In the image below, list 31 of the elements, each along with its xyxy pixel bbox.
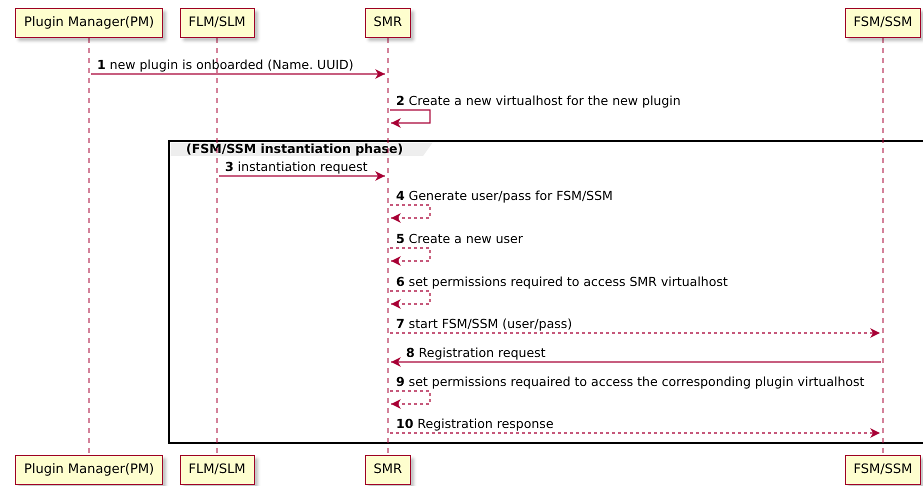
participant-box: Plugin Manager(PM)	[15, 455, 164, 485]
participant-box: FSM/SSM	[844, 455, 922, 485]
message-label: 6 set permissions required to access SMR virtualhost	[396, 274, 728, 289]
message-label: 5 Create a new user	[396, 231, 523, 246]
message-label: 7 start FSM/SSM (user/pass)	[396, 316, 572, 331]
self-arrow	[390, 204, 431, 223]
self-arrow	[390, 290, 431, 309]
participant-box: FLM/SLM	[180, 455, 255, 485]
message-arrow	[391, 357, 881, 367]
message-arrow	[390, 428, 880, 438]
message-label: 3 instantiation request	[225, 159, 368, 174]
self-arrow	[390, 247, 431, 266]
message-arrow	[91, 69, 385, 79]
message-arrow	[219, 171, 385, 181]
group-title: (FSM/SSM instantiation phase)	[170, 142, 434, 156]
message-arrow	[390, 328, 880, 338]
participant-box: SMR	[364, 8, 412, 38]
participant-box: FSM/SSM	[844, 8, 922, 38]
lifeline	[880, 38, 886, 455]
participant-box: SMR	[364, 455, 412, 485]
message-label: 1 new plugin is onboarded (Name. UUID)	[97, 57, 354, 72]
participant-box: FLM/SLM	[180, 8, 255, 38]
self-arrow	[390, 390, 431, 409]
participant-box: Plugin Manager(PM)	[15, 8, 164, 38]
message-label: 8 Registration request	[406, 345, 546, 360]
message-label: 2 Create a new virtualhost for the new plugin	[396, 93, 681, 108]
self-arrow	[390, 109, 431, 128]
lifeline	[86, 38, 92, 455]
message-label: 4 Generate user/pass for FSM/SSM	[396, 188, 613, 203]
message-label: 9 set permissions requaired to access the corresponding plugin virtualhost	[396, 374, 864, 389]
message-label: 10 Registration response	[396, 416, 554, 431]
